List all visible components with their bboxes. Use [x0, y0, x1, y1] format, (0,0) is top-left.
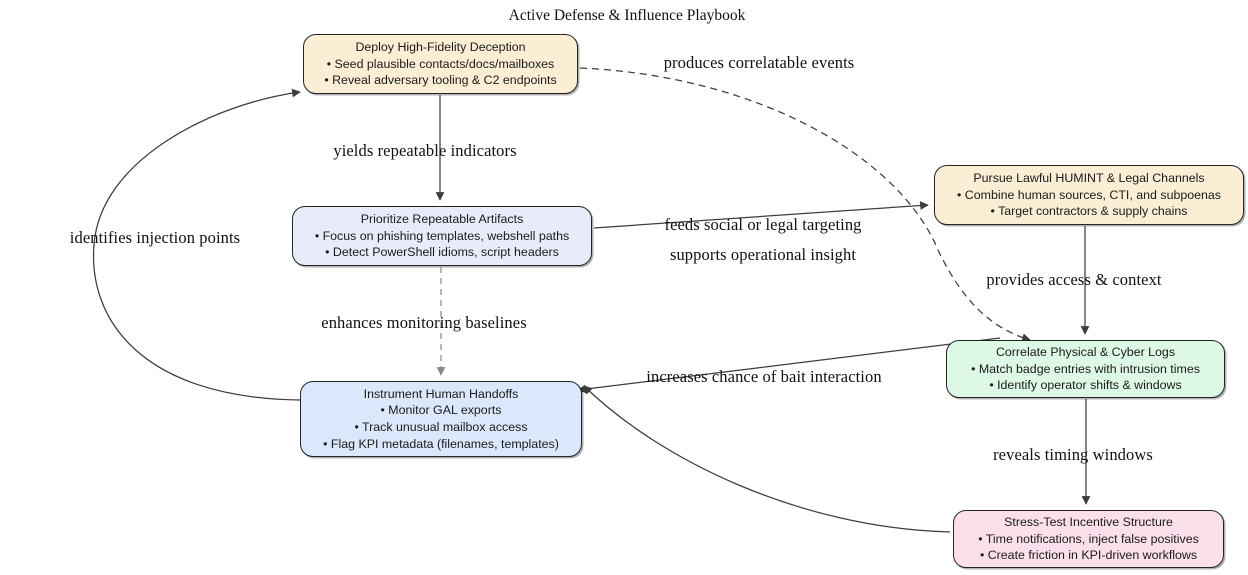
edge-identifies-injection-points-label: identifies injection points [69, 228, 241, 247]
node-bullet: • Create friction in KPI-driven workflow… [979, 548, 1198, 563]
node-bullet: • Flag KPI metadata (filenames, template… [323, 436, 559, 451]
node-bullet: • Detect PowerShell idioms, script heade… [325, 245, 559, 260]
node-title: Correlate Physical & Cyber Logs [995, 345, 1176, 360]
node-bullet: • Focus on phishing templates, webshell … [314, 228, 570, 243]
node-bullet: • Time notifications, inject false posit… [978, 531, 1199, 546]
node-title: Pursue Lawful HUMINT & Legal Channels [973, 171, 1205, 186]
node-bullet: • Target contractors & supply chains [990, 204, 1188, 219]
edge-supports-operational-insight [577, 337, 1001, 394]
edge-enhances-monitoring-baselines-label: enhances monitoring baselines [321, 313, 527, 332]
edge-increases-chance-of-bait-interaction [583, 385, 951, 533]
node-bullet: • Match badge entries with intrusion tim… [971, 361, 1200, 376]
node-correlate-physical-cyber-logs[interactable]: Correlate Physical & Cyber Logs• Match b… [946, 340, 1225, 398]
node-prioritize-repeatable-artifacts[interactable]: Prioritize Repeatable Artifacts• Focus o… [292, 206, 592, 266]
edge-yields-repeatable-indicators-label: yields repeatable indicators [333, 141, 517, 160]
node-bullet: • Seed plausible contacts/docs/mailboxes [326, 56, 555, 71]
edge-produces-correlatable-events [579, 67, 1031, 342]
node-bullet: • Reveal adversary tooling & C2 endpoint… [324, 73, 557, 88]
node-bullet: • Track unusual mailbox access [354, 420, 528, 434]
node-bullet: • Combine human sources, CTI, and subpoe… [957, 187, 1221, 202]
edge-reveals-timing-windows-label: reveals timing windows [993, 445, 1153, 464]
node-title: Deploy High-Fidelity Deception [355, 40, 526, 55]
node-title: Prioritize Repeatable Artifacts [360, 212, 524, 227]
node-pursue-lawful-humint[interactable]: Pursue Lawful HUMINT & Legal Channels• C… [934, 165, 1244, 225]
node-deploy-high-fidelity-deception[interactable]: Deploy High-Fidelity Deception• Seed pla… [303, 34, 578, 94]
node-bullet: • Identify operator shifts & windows [989, 378, 1182, 393]
edge-feeds-social-or-legal-targeting-label: feeds social or legal targeting [664, 215, 862, 234]
edge-feeds-social-or-legal-targeting [593, 201, 929, 229]
edge-identifies-injection-points [92, 88, 301, 401]
edge-increases-chance-of-bait-interaction-label: increases chance of bait interaction [646, 367, 882, 386]
node-instrument-human-handoffs[interactable]: Instrument Human Handoffs • Monitor GAL e… [300, 381, 582, 457]
edge-supports-operational-insight-label: supports operational insight [669, 245, 857, 264]
edge-produces-correlatable-events-label: produces correlatable events [663, 53, 855, 72]
node-title: Instrument Human Handoffs [363, 386, 519, 401]
diagram-title: Active Defense & Influence Playbook [508, 7, 746, 24]
edge-provides-access-and-context-label: provides access & context [986, 270, 1162, 289]
node-stress-test-incentive-structure[interactable]: Stress-Test Incentive Structure• Time no… [953, 510, 1224, 568]
node-bullet: • Monitor GAL exports [380, 403, 502, 418]
node-title: Stress-Test Incentive Structure [1004, 515, 1173, 530]
